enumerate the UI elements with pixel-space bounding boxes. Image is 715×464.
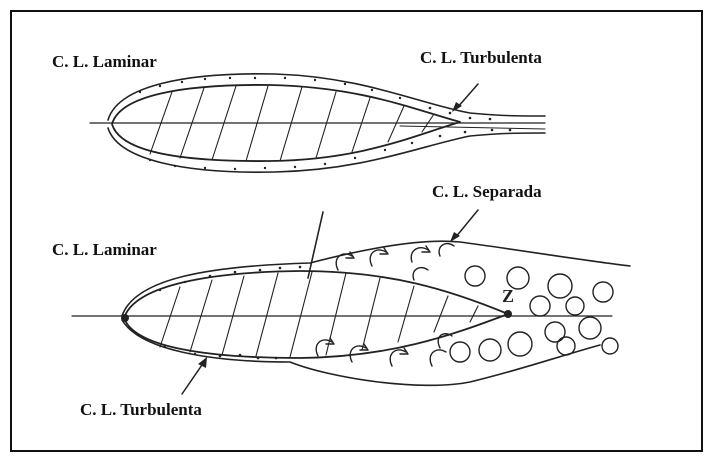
- bottom-airfoil-body: [124, 271, 508, 358]
- bottom-separated-label: C. L. Separada: [432, 182, 542, 202]
- separated-arrow: [455, 210, 478, 238]
- top-laminar-label: C. L. Laminar: [52, 52, 157, 72]
- top-boundary-layer-upper: [108, 74, 545, 120]
- bottom-airfoil-hatching: [160, 272, 478, 357]
- top-turbulent-label: C. L. Turbulenta: [420, 48, 542, 68]
- bottom-laminar-label: C. L. Laminar: [52, 240, 157, 260]
- top-airfoil: [90, 74, 545, 172]
- bottom-turbulent-label: C. L. Turbulenta: [80, 400, 202, 420]
- top-boundary-layer-lower: [108, 128, 545, 172]
- bottom-airfoil: Z: [72, 210, 630, 394]
- separation-line: [308, 212, 323, 278]
- bottom-boundary-dots: [159, 266, 302, 360]
- separation-mark: Z: [502, 286, 514, 306]
- top-turbulent-arrow: [457, 84, 478, 108]
- upper-vortices: [336, 244, 454, 280]
- bottom-turbulent-arrow: [182, 362, 204, 394]
